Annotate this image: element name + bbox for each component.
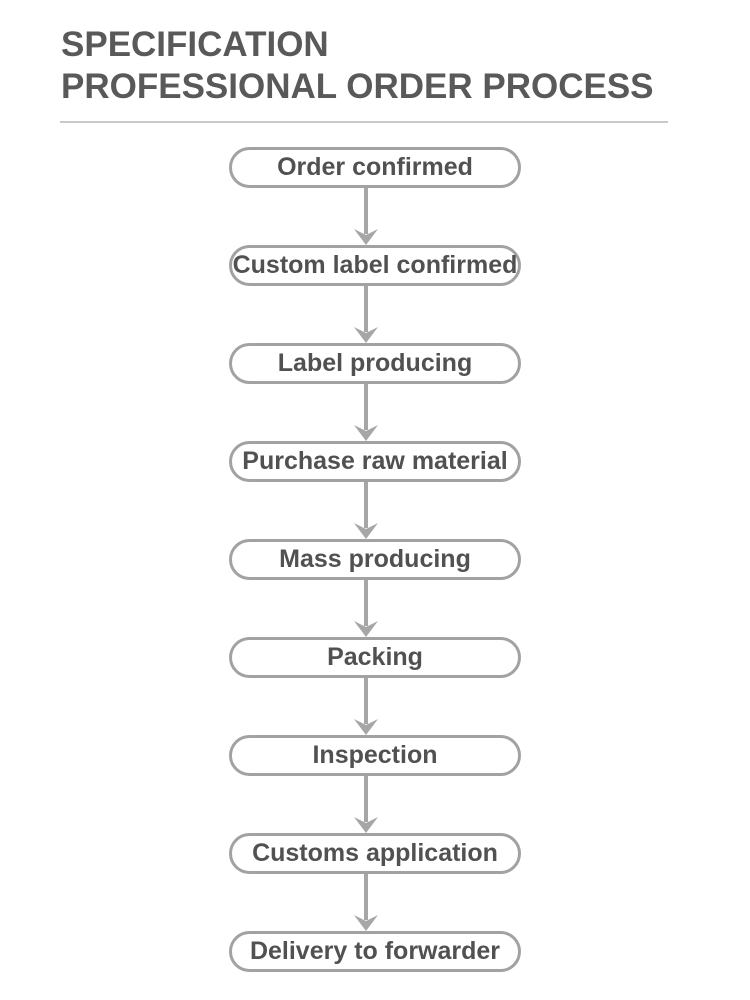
- order-process-flowchart: Order confirmed Custom label confirmed L…: [229, 147, 521, 972]
- page-title-line1: SPECIFICATION: [61, 25, 329, 64]
- flow-step-box: Order confirmed: [229, 147, 521, 188]
- flow-step-label: Order confirmed: [277, 152, 473, 181]
- title-divider: [60, 121, 668, 123]
- flow-step-box: Delivery to forwarder: [229, 931, 521, 972]
- flow-step-box: Label producing: [229, 343, 521, 384]
- page-header: SPECIFICATION PROFESSIONAL ORDER PROCESS: [61, 24, 691, 108]
- arrow-down-icon: [354, 874, 378, 931]
- arrow-down-icon: [354, 188, 378, 245]
- flow-step-label: Label producing: [277, 348, 473, 377]
- flow-step-label: Purchase raw material: [242, 446, 508, 475]
- flow-step-label: Mass producing: [279, 544, 471, 573]
- arrow-down-icon: [354, 384, 378, 441]
- flow-step-box: Mass producing: [229, 539, 521, 580]
- flow-step-box: Packing: [229, 637, 521, 678]
- arrow-down-icon: [354, 678, 378, 735]
- flow-step-label: Customs application: [252, 838, 498, 867]
- page-title: SPECIFICATION PROFESSIONAL ORDER PROCESS: [61, 24, 691, 108]
- flow-step-box: Inspection: [229, 735, 521, 776]
- flow-step-label: Packing: [327, 642, 423, 671]
- arrow-down-icon: [354, 482, 378, 539]
- arrow-down-icon: [354, 286, 378, 343]
- arrow-down-icon: [354, 580, 378, 637]
- flow-step-label: Delivery to forwarder: [249, 936, 501, 965]
- arrow-down-icon: [354, 776, 378, 833]
- flow-step-label: Custom label confirmed: [232, 250, 518, 279]
- flow-step-box: Custom label confirmed: [229, 245, 521, 286]
- flow-step-box: Purchase raw material: [229, 441, 521, 482]
- page-title-line2: PROFESSIONAL ORDER PROCESS: [61, 67, 654, 106]
- flow-step-box: Customs application: [229, 833, 521, 874]
- flow-step-label: Inspection: [312, 740, 438, 769]
